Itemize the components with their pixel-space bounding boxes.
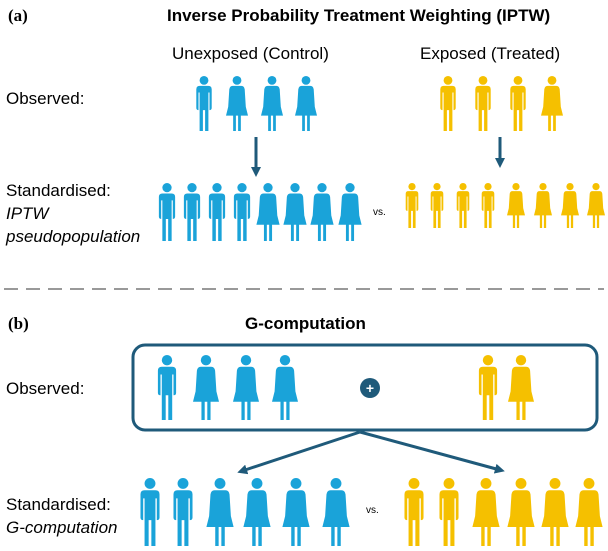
female-person-icon [226,76,248,131]
female-person-icon [507,478,535,546]
female-person-icon [534,183,552,228]
male-person-icon [158,183,176,241]
panel-a-observed-label: Observed: [6,89,85,108]
panel-b-right-arrow [359,430,505,474]
panel-a-title: Inverse Probability Treatment Weighting … [167,6,551,25]
male-person-icon [475,76,491,131]
panel-b-left-arrow [237,430,361,475]
male-person-icon [208,183,226,241]
panel-a-vs-label: vs. [373,207,386,218]
male-person-icon [183,183,201,241]
panel-a-standardised-exposed-group [405,183,605,228]
male-person-icon [478,355,498,420]
panel-a-standardised-unexposed-group [158,183,362,241]
male-person-icon [481,183,495,228]
male-person-icon [157,355,177,420]
panel-b-standardised-exposed-group [404,478,603,546]
panel-a-observed-unexposed-group [196,76,317,131]
female-person-icon [272,355,298,420]
panel-b-standardised-unexposed-group [140,478,350,546]
unexposed-column-heading: Unexposed (Control) [172,44,329,63]
exposed-column-heading: Exposed (Treated) [420,44,561,63]
female-person-icon [338,183,362,241]
female-person-icon [256,183,280,241]
male-person-icon [405,183,419,228]
female-person-icon [261,76,283,131]
male-person-icon [140,478,160,546]
female-person-icon [310,183,334,241]
female-person-icon [206,478,234,546]
panel-a-label: (a) [8,6,28,25]
panel-b-observed-unexposed-group [157,355,298,420]
male-person-icon [196,76,212,131]
panel-a-standardised-label: Standardised: [6,181,111,200]
female-person-icon [233,355,259,420]
male-person-icon [439,478,459,546]
female-person-icon [575,478,603,546]
panel-b-vs-label: vs. [366,505,379,516]
male-person-icon [173,478,193,546]
female-person-icon [472,478,500,546]
female-person-icon [587,183,605,228]
female-person-icon [282,478,310,546]
female-person-icon [507,183,525,228]
male-person-icon [456,183,470,228]
plus-circle-icon: + [360,378,380,398]
panel-a-pseudopopulation-label: pseudopopulation [6,227,141,246]
panel-b-title: G-computation [245,314,366,333]
panel-b-label: (b) [8,314,29,333]
female-person-icon [322,478,350,546]
female-person-icon [561,183,579,228]
female-person-icon [243,478,271,546]
male-person-icon [440,76,456,131]
male-person-icon [404,478,424,546]
plus-symbol: + [366,380,374,396]
female-person-icon [283,183,307,241]
observed-population-box [131,343,599,432]
panel-b-standardised-label: Standardised: [6,495,111,514]
female-person-icon [508,355,534,420]
male-person-icon [233,183,251,241]
panel-b-observed-exposed-group [478,355,534,420]
female-person-icon [193,355,219,420]
male-person-icon [430,183,444,228]
male-person-icon [510,76,526,131]
female-person-icon [541,478,569,546]
panel-b-observed-label: Observed: [6,379,85,398]
female-person-icon [295,76,317,131]
female-person-icon [541,76,563,131]
panel-b-gcomputation-label: G-computation [6,518,118,537]
panel-a-observed-exposed-group [440,76,563,131]
panel-a-iptw-label: IPTW [6,204,49,223]
